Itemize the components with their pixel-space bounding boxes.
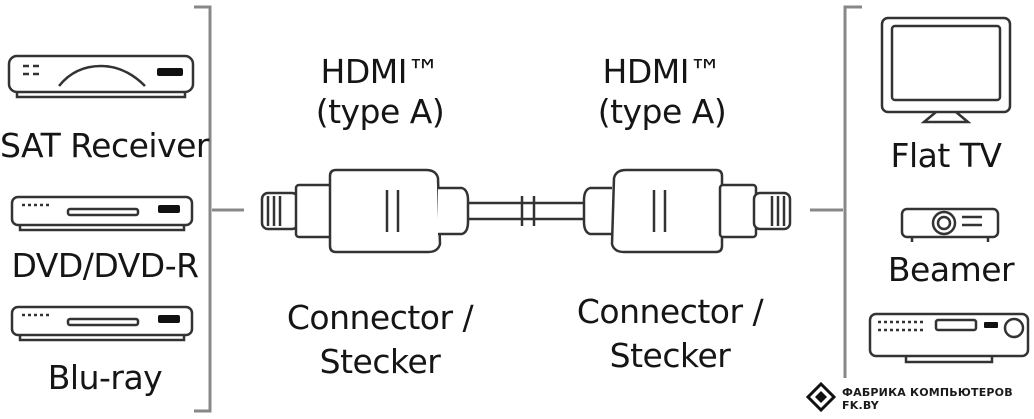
right-connector-label: Connector / Stecker — [560, 290, 780, 378]
right-connector-de: Stecker — [609, 336, 731, 375]
source-label-bluray: Blu-ray — [47, 358, 163, 397]
left-hdmi-type: (type A) — [315, 92, 445, 131]
diamond-logo-icon — [805, 381, 837, 416]
sink-label-flat-tv: Flat TV — [890, 136, 1002, 175]
watermark: ФАБРИКА КОМПЬЮТЕРОВ FK.BY — [805, 378, 1034, 419]
left-connector-en: Connector / — [286, 298, 474, 337]
right-hdmi-type: (type A) — [597, 92, 727, 131]
watermark-text: ФАБРИКА КОМПЬЮТЕРОВ FK.BY — [842, 385, 1013, 412]
right-hdmi-connector — [582, 168, 792, 254]
projector-icon — [898, 203, 1002, 245]
left-hdmi-title: HDMI™ — [320, 52, 440, 91]
sat-receiver-icon — [5, 52, 197, 100]
right-bracket — [810, 5, 862, 413]
right-connector-en: Connector / — [576, 292, 764, 331]
dvd-player-icon — [8, 193, 196, 233]
bluray-player-icon — [8, 303, 196, 343]
source-label-dvd: DVD/DVD-R — [11, 246, 199, 285]
left-hdmi-connector — [260, 168, 470, 254]
left-bracket — [194, 5, 244, 413]
right-hdmi-title: HDMI™ — [602, 52, 722, 91]
right-hdmi-type-label: HDMI™ (type A) — [562, 52, 762, 132]
left-connector-label: Connector / Stecker — [270, 296, 490, 384]
av-receiver-icon — [866, 310, 1032, 368]
hdmi-cable — [468, 196, 588, 226]
left-hdmi-type-label: HDMI™ (type A) — [280, 52, 480, 132]
left-connector-de: Stecker — [319, 342, 441, 381]
sink-label-beamer: Beamer — [887, 250, 1015, 289]
flat-tv-icon — [876, 14, 1016, 126]
source-label-sat-receiver: SAT Receiver — [0, 126, 209, 165]
